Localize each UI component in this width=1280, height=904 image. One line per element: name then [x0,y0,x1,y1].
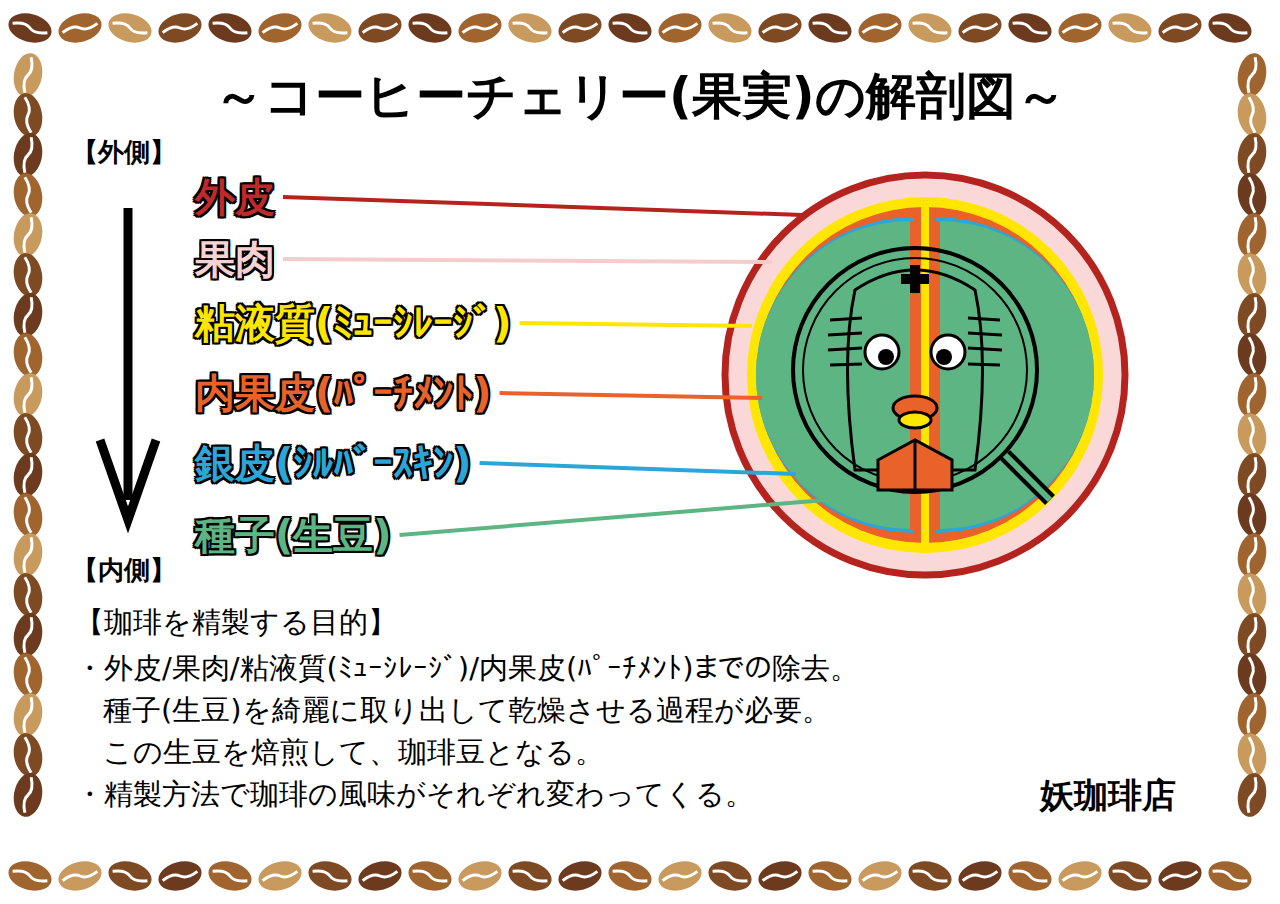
leader-line [480,463,796,474]
part-label: 果肉 [195,236,275,282]
leader-line [500,393,762,398]
note-line: ・外皮/果肉/粘液質(ﾐｭｰｼﾚｰｼﾞ)/内果皮(ﾊﾟｰﾁﾒﾝﾄ)までの除去。 [75,652,859,685]
part-label: 種子(生豆) [195,512,392,558]
note-line: 種子(生豆)を綺麗に取り出して乾燥させる過程が必要。 [103,694,831,727]
side-label: 【外側】 [72,138,176,168]
part-label: 銀皮(ｼﾙﾊﾞｰｽｷﾝ) [195,440,472,486]
leader-line [283,259,772,262]
note-line: ・精製方法で珈琲の風味がそれぞれ変わってくる。 [75,778,754,811]
title: ～コーヒーチェリー(果実)の解剖図～ [214,68,1066,126]
bean-border [5,9,1269,895]
leader-line [283,197,802,215]
part-label: 内果皮(ﾊﾟｰﾁﾒﾝﾄ) [195,370,492,416]
direction-arrow [100,208,156,520]
part-label: 粘液質(ﾐｭｰｼﾚｰｼﾞ) [195,300,512,346]
cherry-cross-section [725,175,1125,575]
side-label: 【内側】 [72,556,176,586]
leader-line [520,323,752,326]
heading-note: 【珈琲を精製する目的】 [75,606,397,639]
shop-name: 妖珈琲店 [1040,776,1176,815]
leader-line [400,500,826,535]
note-line: この生豆を焙煎して、珈琲豆となる。 [103,736,604,769]
part-label: 外皮 [195,174,275,220]
